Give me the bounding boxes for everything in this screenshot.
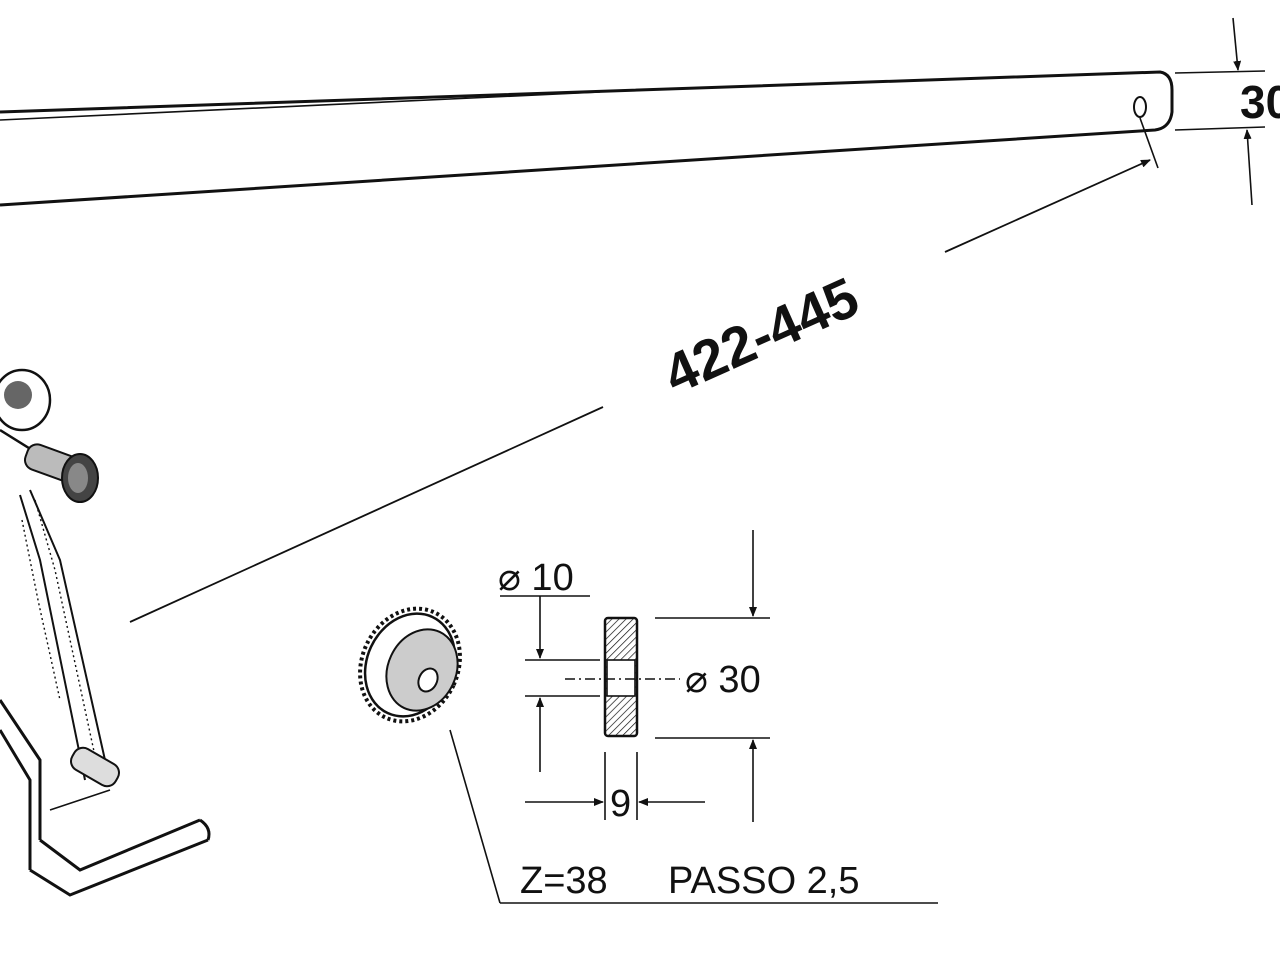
gear-spec-callout: Z=38 PASSO 2,5 bbox=[449, 729, 938, 904]
arm-height-dimension: 30 bbox=[1174, 17, 1280, 206]
pitch-label: PASSO 2,5 bbox=[668, 860, 860, 902]
arm-length-label: 422-445 bbox=[654, 265, 867, 406]
bore-diameter-label: ⌀ 10 bbox=[498, 557, 574, 599]
knurled-gear-wheel bbox=[358, 606, 462, 724]
long-arm bbox=[0, 70, 1174, 207]
outer-diameter-dimension: ⌀ 30 bbox=[655, 530, 770, 822]
teeth-count-label: Z=38 bbox=[520, 860, 608, 902]
outer-diameter-label: ⌀ 30 bbox=[685, 659, 761, 701]
arm-length-dimension: 422-445 bbox=[129, 117, 1159, 623]
wheel-section-view bbox=[565, 616, 680, 738]
arm-hole bbox=[1133, 96, 1147, 118]
width-label: 9 bbox=[610, 783, 631, 825]
bore-diameter-dimension: ⌀ 10 bbox=[498, 557, 600, 772]
spring-mechanism bbox=[0, 368, 211, 897]
arm-height-label: 30 bbox=[1240, 76, 1280, 128]
wheel-bore bbox=[417, 667, 439, 693]
width-dimension: 9 bbox=[525, 752, 705, 825]
